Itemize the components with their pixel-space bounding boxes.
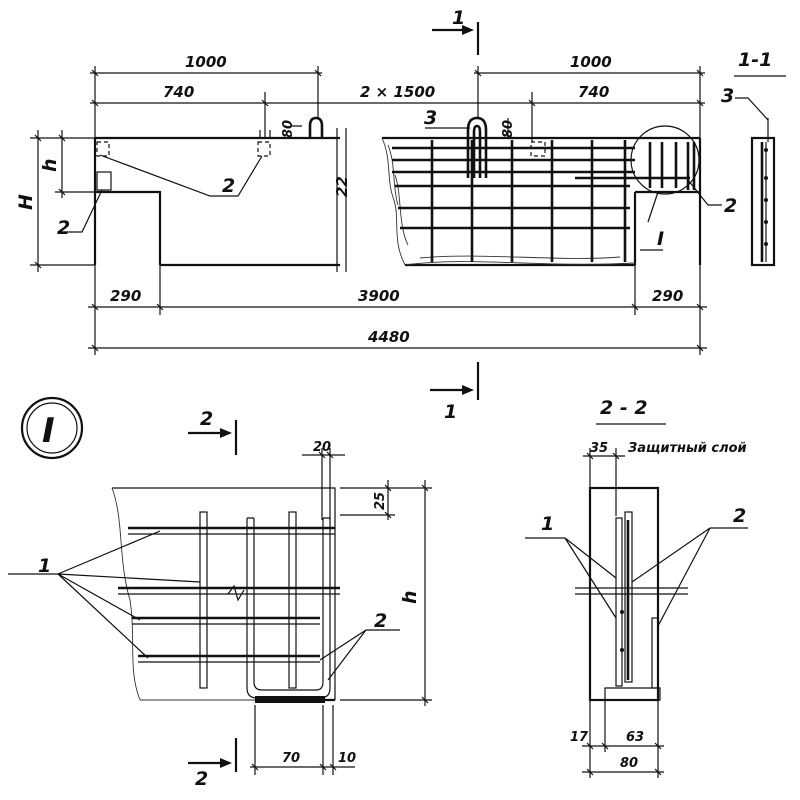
detail-i-badge: I xyxy=(20,396,84,460)
label-2-right: 2 xyxy=(724,195,737,217)
section-1-1-label-3: 3 xyxy=(721,85,734,107)
height-dimensions: H h xyxy=(15,130,95,272)
detail-dim-70: 70 xyxy=(282,751,300,766)
dim-80-left: 80 xyxy=(281,120,296,138)
dim-3900: 3900 xyxy=(358,287,400,305)
detail-ref-label: I xyxy=(657,228,664,250)
label-2-left: 2 xyxy=(57,217,70,239)
label-2-mid: 2 xyxy=(222,175,235,197)
detail-dim-h: h xyxy=(399,590,421,604)
cut-marker-bottom: 1 xyxy=(444,401,457,423)
detail-label-2: 2 xyxy=(374,610,387,632)
detail-i-callout-circle xyxy=(630,125,700,195)
dim-4480: 4480 xyxy=(367,328,410,346)
reinforcement-mesh xyxy=(308,116,696,262)
dim-2x1500: 2 × 1500 xyxy=(360,83,435,101)
detail-cut-top: 2 xyxy=(200,408,213,430)
section-2-2-dim-35: 35 xyxy=(590,441,608,456)
detail-dim-10: 10 xyxy=(338,751,356,766)
dim-h-beam: h xyxy=(39,158,61,172)
label-3-beam: 3 xyxy=(424,107,437,129)
dim-80-right: 80 xyxy=(501,120,516,138)
section-1-1-title: 1-1 xyxy=(738,49,772,71)
beam-elevation: I 2 2 2 3 22 80 80 xyxy=(57,107,737,272)
cover-layer-label: Защитный слой xyxy=(628,441,747,456)
label-22: 22 xyxy=(333,176,351,197)
section-2-2-label-2: 2 xyxy=(733,505,746,527)
section-2-2-dim-63: 63 xyxy=(626,730,644,745)
dim-1000-right: 1000 xyxy=(570,53,612,71)
section-2-2: 2 - 2 35 Защитный слой 1 2 17 63 80 xyxy=(525,397,748,778)
detail-i-badge-label: I xyxy=(42,411,55,451)
dim-740-right: 740 xyxy=(578,83,609,101)
bottom-dimensions: 290 3900 290 4480 xyxy=(88,265,707,355)
section-2-2-title: 2 - 2 xyxy=(600,397,648,419)
dim-290-right: 290 xyxy=(652,287,683,305)
dim-H: H xyxy=(15,194,37,210)
section-2-2-label-1: 1 xyxy=(541,513,554,535)
section-1-1: 1-1 3 xyxy=(721,49,786,267)
section-2-2-dim-80: 80 xyxy=(620,756,638,771)
section-cut-1-1: 1 1 xyxy=(430,7,480,423)
dim-740-left: 740 xyxy=(163,83,194,101)
detail-label-1: 1 xyxy=(38,555,51,577)
detail-i: 2 2 1 2 xyxy=(8,408,432,790)
dim-1000-left: 1000 xyxy=(185,53,227,71)
dim-290-left: 290 xyxy=(110,287,141,305)
section-2-2-dim-17: 17 xyxy=(570,730,589,745)
detail-dim-20: 20 xyxy=(313,440,331,455)
top-dimensions: 1000 1000 740 2 × 1500 740 xyxy=(90,53,705,142)
cut-marker-top: 1 xyxy=(452,7,465,29)
detail-dim-25: 25 xyxy=(373,492,388,510)
detail-cut-bottom: 2 xyxy=(195,768,208,790)
